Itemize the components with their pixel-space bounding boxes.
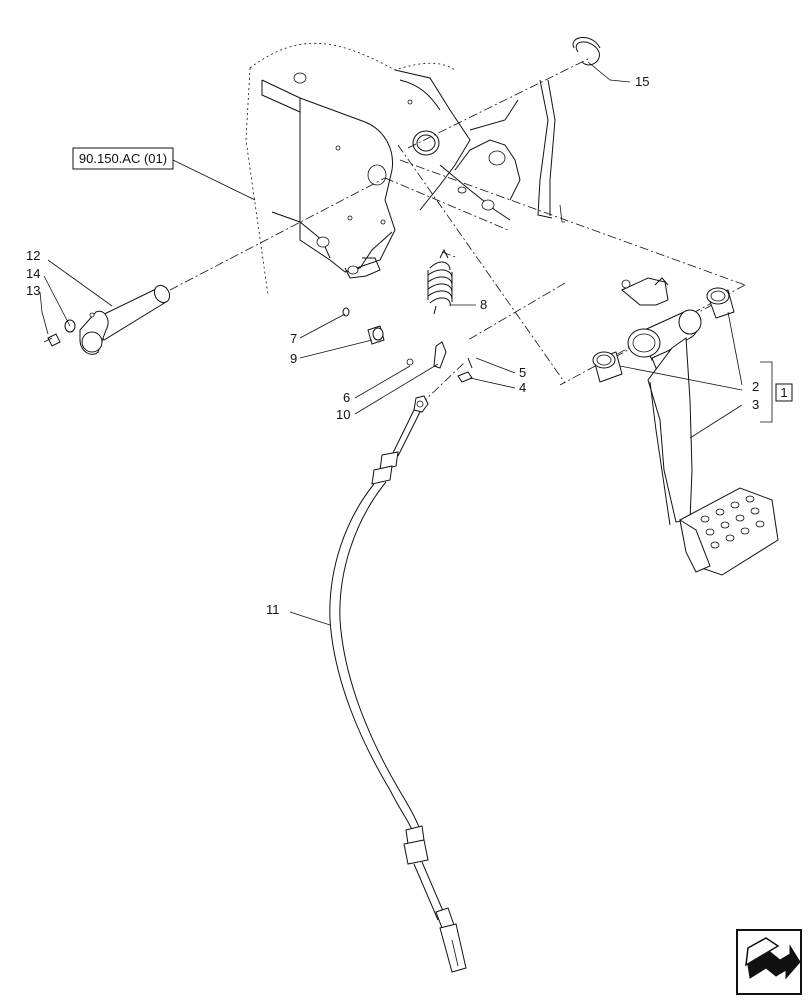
- pivot-pin: [43, 284, 171, 355]
- pedal-assembly: [621, 277, 779, 576]
- callout-4: 4: [519, 380, 526, 395]
- reference-box-label: 90.150.AC (01): [79, 151, 167, 166]
- spring: [427, 248, 453, 315]
- callout-13: 13: [26, 283, 40, 298]
- next-page-arrow-icon[interactable]: [736, 929, 802, 995]
- callout-7: 7: [290, 331, 297, 346]
- kit-box-label: 1: [780, 385, 787, 400]
- leader-lines: [39, 61, 773, 626]
- control-cable: [329, 395, 467, 973]
- callout-5: 5: [519, 365, 526, 380]
- callout-15: 15: [635, 74, 649, 89]
- pedal-grip-holes: [700, 495, 765, 549]
- callout-2: 2: [752, 379, 759, 394]
- callout-9: 9: [290, 351, 297, 366]
- reference-box[interactable]: [72, 147, 174, 170]
- reference-box-group: 90.150.AC (01) 1: [72, 147, 793, 402]
- callout-11: 11: [266, 602, 280, 617]
- callout-14: 14: [26, 266, 40, 281]
- callout-12: 12: [26, 248, 40, 263]
- callout-3: 3: [752, 397, 759, 412]
- callout-10: 10: [336, 407, 350, 422]
- snap-ring: [572, 37, 601, 66]
- small-hardware: [342, 307, 473, 383]
- callout-6: 6: [343, 390, 350, 405]
- callouts: 12 14 13 15 8 7 9 6 10 5 4 2 3 11: [26, 74, 759, 617]
- frame-bracket: [245, 42, 565, 296]
- callout-8: 8: [480, 297, 487, 312]
- bushings: [592, 287, 735, 383]
- kit-box: [775, 383, 793, 402]
